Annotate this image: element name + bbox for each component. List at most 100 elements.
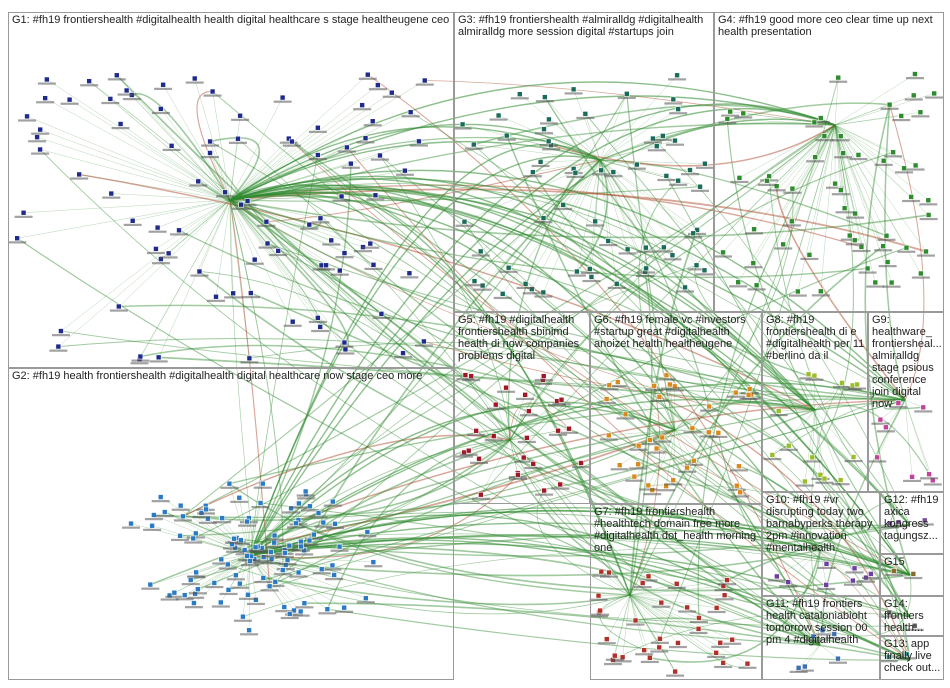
- graph-edge: [814, 375, 816, 411]
- graph-node: [209, 88, 216, 95]
- node-label-mark: [219, 592, 238, 596]
- graph-node: [248, 290, 254, 296]
- node-label-mark: [803, 460, 822, 463]
- graph-edge: [820, 124, 836, 292]
- graph-edge: [249, 118, 836, 556]
- graph-node: [158, 106, 164, 112]
- graph-node: [272, 579, 279, 585]
- graph-node: [522, 281, 529, 287]
- graph-edge: [669, 384, 911, 661]
- node-label-mark: [296, 494, 315, 497]
- node-label-mark: [668, 78, 687, 81]
- graph-node: [587, 266, 593, 272]
- graph-node: [263, 218, 270, 225]
- node-label-mark: [616, 417, 635, 420]
- graph-node: [129, 217, 136, 224]
- graph-edge: [756, 124, 836, 286]
- graph-edge: [249, 549, 821, 577]
- group-label-g3: G3: #fh19 frontiershealth #almiralldg #d…: [458, 14, 704, 38]
- node-label-mark: [789, 670, 808, 674]
- node-label-mark: [916, 254, 935, 257]
- node-label-mark: [155, 515, 174, 518]
- graph-edge: [171, 145, 231, 201]
- graph-edge: [249, 539, 911, 661]
- node-label-mark: [559, 431, 578, 434]
- graph-node: [805, 371, 812, 378]
- graph-node: [400, 350, 406, 356]
- node-label-mark: [261, 555, 280, 558]
- node-label-mark: [600, 575, 619, 578]
- graph-node: [635, 442, 642, 449]
- node-label-mark: [170, 233, 189, 236]
- node-label-mark: [394, 356, 413, 359]
- graph-node: [659, 434, 666, 441]
- graph-edge: [629, 594, 676, 672]
- graph-edge: [157, 199, 231, 228]
- node-label-mark: [629, 448, 648, 451]
- graph-node: [647, 437, 653, 443]
- node-label-mark: [151, 111, 170, 115]
- graph-node: [597, 607, 603, 614]
- graph-edge: [814, 409, 825, 479]
- node-label-mark: [848, 387, 867, 390]
- graph-node: [809, 454, 816, 461]
- node-label-mark: [643, 493, 662, 496]
- graph-node: [667, 381, 673, 388]
- graph-node: [616, 462, 623, 468]
- graph-edge: [834, 124, 887, 236]
- graph-node: [524, 435, 530, 441]
- graph-edge: [629, 594, 660, 648]
- graph-edge: [229, 169, 906, 401]
- graph-edge: [599, 159, 646, 272]
- node-label-mark: [549, 433, 568, 436]
- graph-edge: [778, 409, 816, 412]
- graph-edge: [229, 136, 549, 201]
- graph-node: [244, 553, 250, 559]
- node-label-mark: [828, 661, 847, 664]
- graph-node: [196, 268, 203, 275]
- node-label-mark: [184, 606, 203, 609]
- graph-node: [542, 94, 548, 100]
- graph-edge: [812, 409, 816, 458]
- graph-edge: [652, 429, 676, 491]
- graph-edge: [619, 429, 676, 466]
- node-label-mark: [767, 189, 786, 192]
- node-label-mark: [171, 508, 190, 511]
- graph-edge: [16, 237, 821, 646]
- graph-edge: [250, 292, 911, 576]
- graph-edge: [229, 195, 821, 551]
- graph-node: [744, 660, 751, 667]
- node-label-mark: [146, 251, 165, 255]
- graph-edge: [180, 429, 676, 537]
- node-label-mark: [919, 217, 938, 221]
- node-label-mark: [332, 199, 351, 202]
- graph-node: [224, 561, 231, 568]
- graph-node: [818, 288, 824, 295]
- graph-edge: [480, 159, 601, 252]
- graph-edge: [60, 330, 906, 401]
- graph-node: [769, 452, 776, 458]
- node-label-mark: [843, 583, 862, 586]
- graph-node: [257, 500, 264, 506]
- node-label-mark: [664, 483, 683, 486]
- graph-edge: [775, 186, 906, 401]
- node-label-mark: [552, 402, 571, 405]
- graph-edge: [194, 554, 251, 594]
- node-label-mark: [280, 616, 299, 620]
- node-label-mark: [650, 650, 669, 653]
- node-label-mark: [911, 115, 930, 118]
- graph-edge: [79, 173, 816, 411]
- graph-node: [86, 78, 92, 84]
- graph-node: [920, 404, 927, 411]
- node-label-mark: [222, 547, 241, 550]
- node-label-mark: [269, 253, 288, 257]
- graph-node: [672, 668, 678, 675]
- graph-edge: [275, 124, 836, 583]
- graph-edge: [478, 439, 511, 459]
- graph-edge: [834, 115, 902, 126]
- node-label-mark: [831, 193, 850, 196]
- node-label-mark: [782, 224, 801, 227]
- graph-edge: [772, 454, 911, 618]
- node-label-mark: [915, 523, 934, 526]
- node-label-mark: [337, 150, 356, 153]
